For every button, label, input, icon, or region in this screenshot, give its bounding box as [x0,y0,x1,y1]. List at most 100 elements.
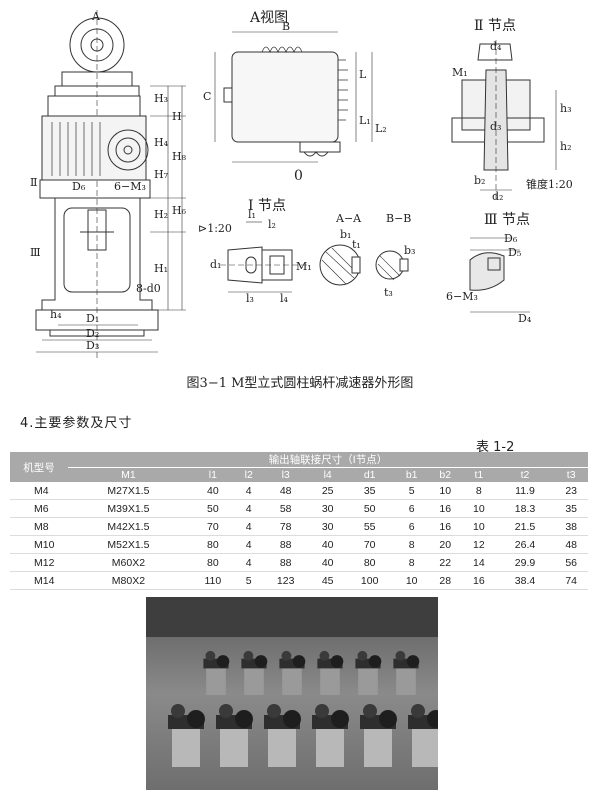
column-header: d1 [344,467,395,482]
label-h8: H₈ [172,150,187,163]
label-6m3-node3: 6−M₃ [446,290,478,303]
label-b: B [282,20,290,33]
label-h7: H₇ [154,168,169,181]
label-h6: H₆ [172,204,187,217]
reducer-unit [360,704,397,767]
value-cell: 55 [344,517,395,536]
value-cell: M52X1.5 [68,535,189,554]
value-cell: 4 [236,553,261,572]
label-d4-lower: d₄ [490,40,502,53]
model-cell: M6 [10,499,68,518]
label-l2: L₂ [375,122,387,135]
value-cell: 40 [310,553,345,572]
label-d1-dim: d₁ [210,258,221,271]
label-h3: H₃ [154,92,168,105]
value-cell: 40 [188,482,237,500]
label-d4: D₄ [518,312,532,325]
reducer-unit [317,650,344,695]
value-cell: 20 [428,535,463,554]
node-i-view [220,221,409,293]
value-cell: 35 [554,499,588,518]
label-l1-dim: l₁ [248,208,256,221]
value-cell: 14 [462,553,496,572]
label-m1-node2: M₁ [452,66,468,79]
reducer-unit [203,650,230,695]
label-t1: t₁ [352,238,361,251]
value-cell: 50 [344,499,395,518]
value-cell: M42X1.5 [68,517,189,536]
value-cell: 74 [554,571,588,590]
label-d2-lower: d₂ [492,190,503,203]
value-cell: 18.3 [495,499,555,518]
reducer-unit [279,650,306,695]
node-ii-title: Ⅱ 节点 [474,18,516,34]
label-m1: M₁ [296,260,312,273]
model-cell: M10 [10,535,68,554]
value-cell: 8 [394,553,429,572]
value-cell: 4 [236,482,261,500]
reducer-unit [393,650,420,695]
node-iii-view [469,237,530,313]
column-header: l3 [260,467,311,482]
table-number: 表 1-2 [476,440,515,455]
value-cell: 80 [188,535,237,554]
value-cell: 123 [260,571,311,590]
value-cell: 30 [310,517,345,536]
value-cell: 16 [462,571,496,590]
value-cell: 48 [260,482,311,500]
value-cell: 38 [554,517,588,536]
model-header: 机型号 [10,452,68,482]
value-cell: 16 [428,499,463,518]
value-cell: 22 [428,553,463,572]
value-cell: 6 [394,517,429,536]
reducers-photo [146,597,438,790]
group-header: 输出轴联接尺寸（Ⅰ节点） [68,452,588,468]
label-d3-lower: d₃ [490,120,501,133]
label-b3: b₃ [404,244,415,257]
label-c: C [203,90,211,103]
label-l4-dim: l₄ [280,292,289,305]
value-cell: 6 [394,499,429,518]
value-cell: 38.4 [495,571,555,590]
value-cell: 48 [554,535,588,554]
label-zero: 0 [294,168,303,184]
value-cell: 8 [462,482,496,500]
label-taper: ⊳1:20 [198,222,232,235]
label-l2-dim: l₂ [268,218,276,231]
label-8d0: 8-d0 [136,282,161,295]
reducer-unit [264,704,301,767]
value-cell: 78 [260,517,311,536]
model-cell: M12 [10,553,68,572]
label-6m3: 6−M₃ [114,180,146,193]
value-cell: 80 [344,553,395,572]
label-h4-lower: h₄ [50,308,62,321]
view-a-title: A视图 [249,10,288,26]
label-d6: D₆ [72,180,86,193]
value-cell: 21.5 [495,517,555,536]
value-cell: 10 [462,517,496,536]
value-cell: 5 [236,571,261,590]
value-cell: 10 [462,499,496,518]
value-cell: M27X1.5 [68,482,189,500]
column-header: M1 [68,467,189,482]
label-l1: L₁ [359,114,371,127]
value-cell: 58 [260,499,311,518]
main-elevation-view [35,10,186,360]
reducer-unit [241,650,268,695]
technical-drawing: A视图 Ⅰ 节点 Ⅱ 节点 Ⅲ 节点 A B C L L₁ L₂ 0 H₃ H₄… [30,10,573,360]
value-cell: 23 [554,482,588,500]
value-cell: 110 [188,571,237,590]
label-h2: H₂ [154,208,168,221]
value-cell: 4 [236,535,261,554]
label-b1: b₁ [340,228,351,241]
section-title: 4.主要参数及尺寸 [20,416,133,431]
label-b2: b₂ [474,174,485,187]
node-iii-title: Ⅲ 节点 [484,212,530,228]
reducer-unit [312,704,349,767]
value-cell: 50 [188,499,237,518]
value-cell: 100 [344,571,395,590]
label-d1: D₁ [86,312,99,325]
column-header: l1 [188,467,237,482]
